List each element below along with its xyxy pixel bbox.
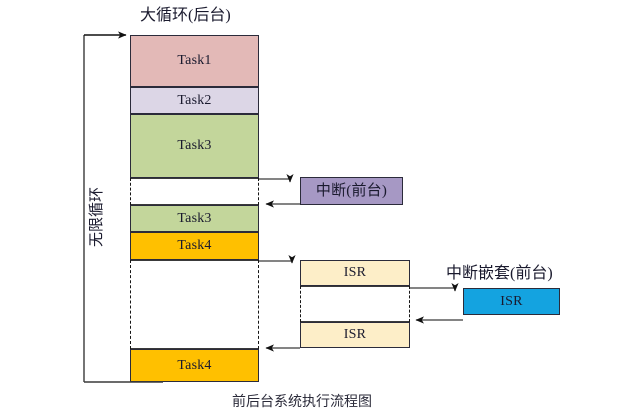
task-box-task4-second: Task4	[130, 349, 259, 382]
interrupt-box: 中断(前台)	[300, 177, 403, 205]
isr-gap-guide-left	[300, 286, 301, 322]
main-loop-title: 大循环(后台)	[140, 7, 231, 24]
nested-isr-box: ISR	[463, 288, 560, 315]
gap-top-rule-2	[130, 260, 259, 261]
gap-top-rule-1	[130, 178, 259, 179]
isr-gap-bottom-rule	[300, 321, 410, 322]
nested-interrupt-title: 中断嵌套(前台)	[446, 265, 553, 282]
gap-guide-left-1	[130, 178, 131, 205]
task-box-task2: Task2	[130, 87, 259, 114]
isr-box-upper: ISR	[300, 260, 410, 286]
gap-bottom-rule-2	[130, 348, 259, 349]
gap-guide-right-1	[258, 178, 259, 205]
task-box-task4-first: Task4	[130, 232, 259, 260]
arrow-to-isr-upper	[259, 255, 296, 264]
isr-gap-guide-right	[409, 286, 410, 322]
gap-bottom-rule-1	[130, 204, 259, 205]
arrow-to-interrupt	[259, 174, 294, 183]
task-box-task1: Task1	[130, 35, 259, 87]
task-box-task3-second: Task3	[130, 205, 259, 232]
gap-guide-right-2	[258, 260, 259, 349]
isr-box-lower: ISR	[300, 322, 410, 348]
task-box-task3-first: Task3	[130, 114, 259, 178]
arrow-to-nested-isr	[410, 283, 459, 292]
isr-gap-top-rule	[300, 286, 410, 287]
gap-guide-left-2	[130, 260, 131, 349]
